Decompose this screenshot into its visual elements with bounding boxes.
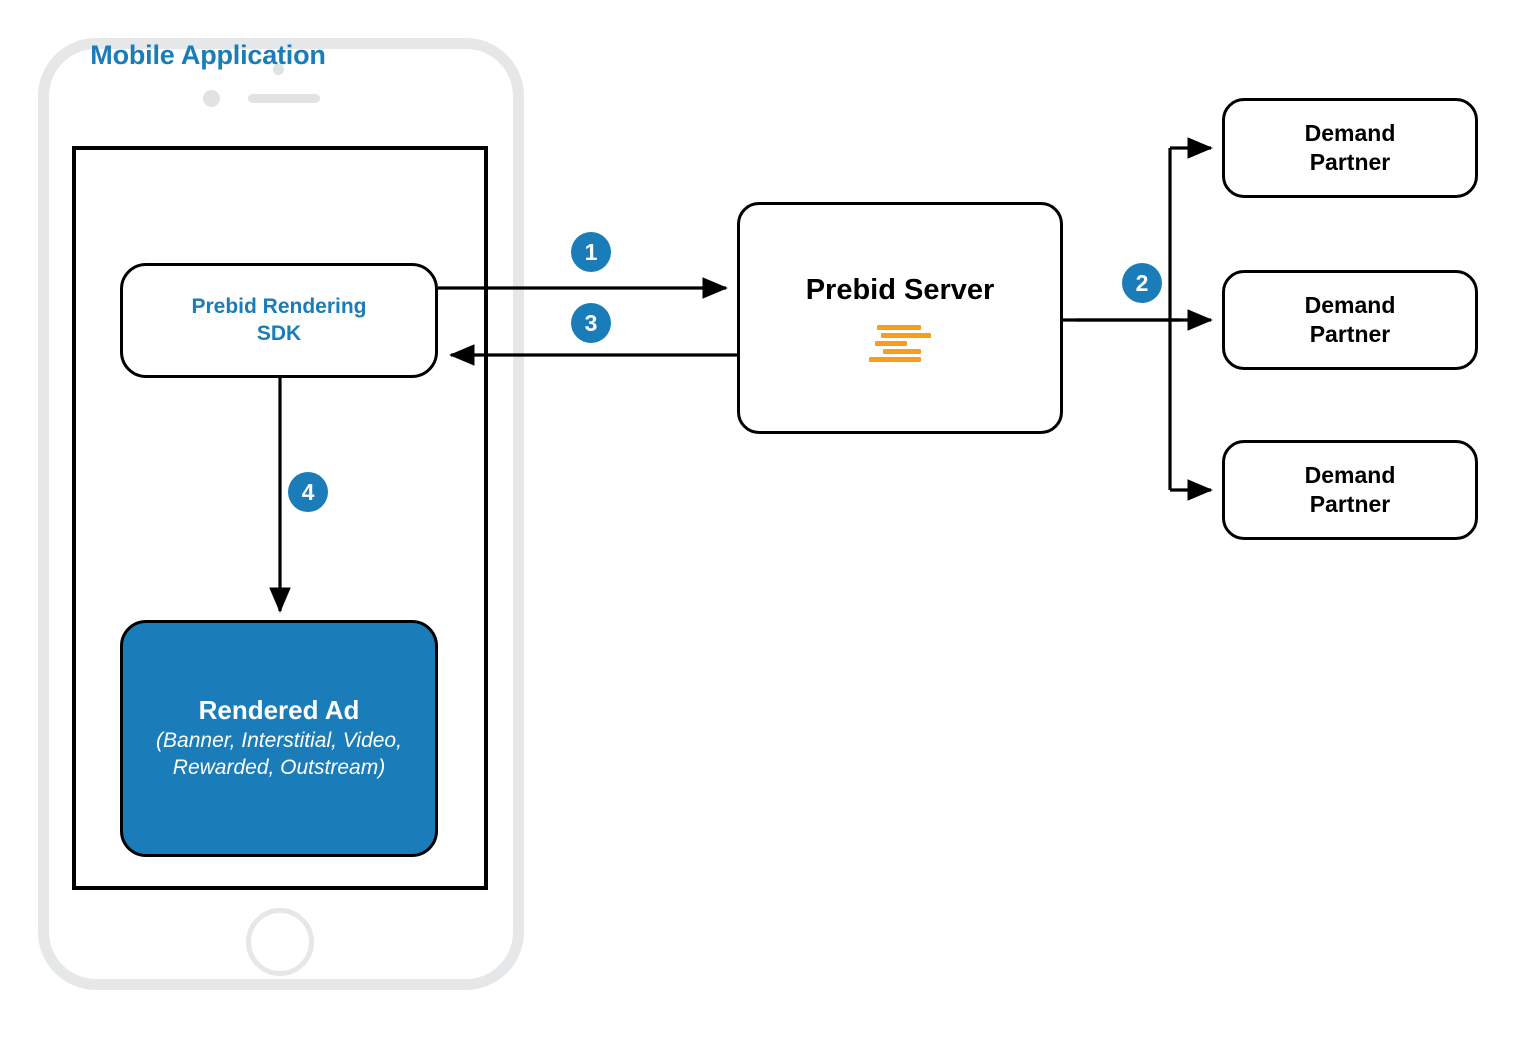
rendered-ad-subtitle: (Banner, Interstitial, Video, Rewarded, … bbox=[156, 729, 402, 779]
rendered-ad-node[interactable]: Rendered Ad (Banner, Interstitial, Video… bbox=[120, 620, 438, 857]
phone-volume-up-button[interactable] bbox=[41, 171, 48, 231]
phone-sensor-icon bbox=[273, 64, 284, 75]
demand-partner-node-3[interactable]: Demand Partner bbox=[1222, 440, 1478, 540]
step-badge-1: 1 bbox=[571, 232, 611, 272]
step-badge-2: 2 bbox=[1122, 263, 1162, 303]
demand-partner-node-1[interactable]: Demand Partner bbox=[1222, 98, 1478, 198]
phone-volume-down-button[interactable] bbox=[41, 245, 48, 305]
mobile-application-title: Mobile Application bbox=[90, 40, 326, 70]
prebid-rendering-sdk-node[interactable]: Prebid Rendering SDK bbox=[120, 263, 438, 378]
prebid-logo-icon bbox=[869, 325, 931, 362]
rendered-ad-title: Rendered Ad bbox=[198, 695, 360, 726]
step-badge-4: 4 bbox=[288, 472, 328, 512]
phone-power-button[interactable] bbox=[514, 199, 521, 279]
prebid-server-label: Prebid Server bbox=[805, 274, 995, 306]
demand-partner-label-2: Demand Partner bbox=[1304, 292, 1396, 347]
phone-home-button[interactable] bbox=[246, 908, 314, 976]
prebid-server-node[interactable]: Prebid Server bbox=[737, 202, 1063, 434]
connector-step-2 bbox=[1039, 137, 1213, 501]
demand-partner-label-1: Demand Partner bbox=[1304, 120, 1396, 175]
prebid-rendering-sdk-label: Prebid Rendering SDK bbox=[191, 295, 367, 345]
demand-partner-label-3: Demand Partner bbox=[1304, 462, 1396, 517]
demand-partner-node-2[interactable]: Demand Partner bbox=[1222, 270, 1478, 370]
phone-speaker-grille bbox=[248, 94, 320, 103]
phone-mute-switch[interactable] bbox=[41, 111, 48, 149]
step-badge-3: 3 bbox=[571, 303, 611, 343]
phone-camera-icon bbox=[203, 90, 220, 107]
